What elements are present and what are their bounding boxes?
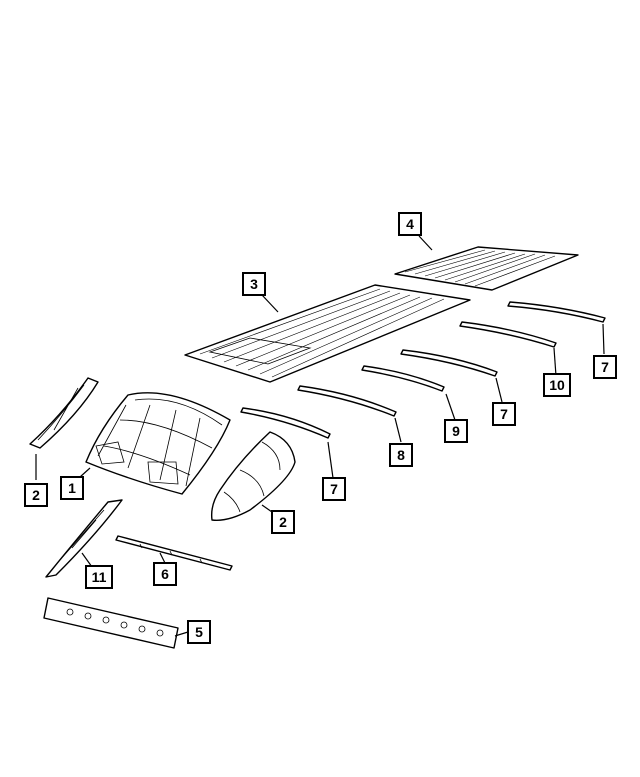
roof-bow-8 bbox=[297, 385, 397, 417]
callout-7: 7 bbox=[492, 402, 516, 426]
callout-7-label: 7 bbox=[330, 481, 338, 497]
callout-9: 9 bbox=[444, 419, 468, 443]
roof-panel-rear bbox=[394, 246, 579, 291]
callout-7-label: 7 bbox=[601, 359, 609, 375]
callout-2: 2 bbox=[271, 510, 295, 534]
callout-7: 7 bbox=[322, 477, 346, 501]
callout-8-label: 8 bbox=[397, 447, 405, 463]
callout-2-label: 2 bbox=[32, 487, 40, 503]
callout-7: 7 bbox=[593, 355, 617, 379]
roof-bow-7b bbox=[400, 349, 498, 377]
callout-11-label: 11 bbox=[92, 569, 107, 585]
callout-5-label: 5 bbox=[195, 624, 203, 640]
callout-11: 11 bbox=[85, 565, 113, 589]
leader-lines bbox=[35, 235, 605, 637]
callout-4: 4 bbox=[398, 212, 422, 236]
callout-1-label: 1 bbox=[68, 480, 76, 496]
quarter-panel-right bbox=[210, 431, 296, 521]
callout-8: 8 bbox=[389, 443, 413, 467]
roof-bow-10 bbox=[507, 301, 606, 323]
callout-4-label: 4 bbox=[406, 216, 414, 232]
pillar-trim-left bbox=[29, 377, 99, 449]
callout-2-label: 2 bbox=[279, 514, 287, 530]
roof-panel-main bbox=[184, 284, 471, 383]
roof-rail bbox=[115, 535, 233, 571]
callout-6: 6 bbox=[153, 562, 177, 586]
callout-3: 3 bbox=[242, 272, 266, 296]
callout-7-label: 7 bbox=[500, 406, 508, 422]
callout-6-label: 6 bbox=[161, 566, 169, 582]
callout-2: 2 bbox=[24, 483, 48, 507]
callout-10-label: 10 bbox=[549, 377, 565, 393]
roof-bow-9 bbox=[361, 365, 445, 392]
roof-cross-member bbox=[43, 597, 179, 649]
callout-1: 1 bbox=[60, 476, 84, 500]
callout-10: 10 bbox=[543, 373, 571, 397]
header-reinforcement bbox=[45, 499, 123, 578]
roof-bow-7a bbox=[459, 321, 557, 348]
roof-bow-7c bbox=[240, 407, 331, 439]
roof-panel-front bbox=[85, 392, 231, 495]
callout-9-label: 9 bbox=[452, 423, 460, 439]
callout-5: 5 bbox=[187, 620, 211, 644]
callout-3-label: 3 bbox=[250, 276, 258, 292]
